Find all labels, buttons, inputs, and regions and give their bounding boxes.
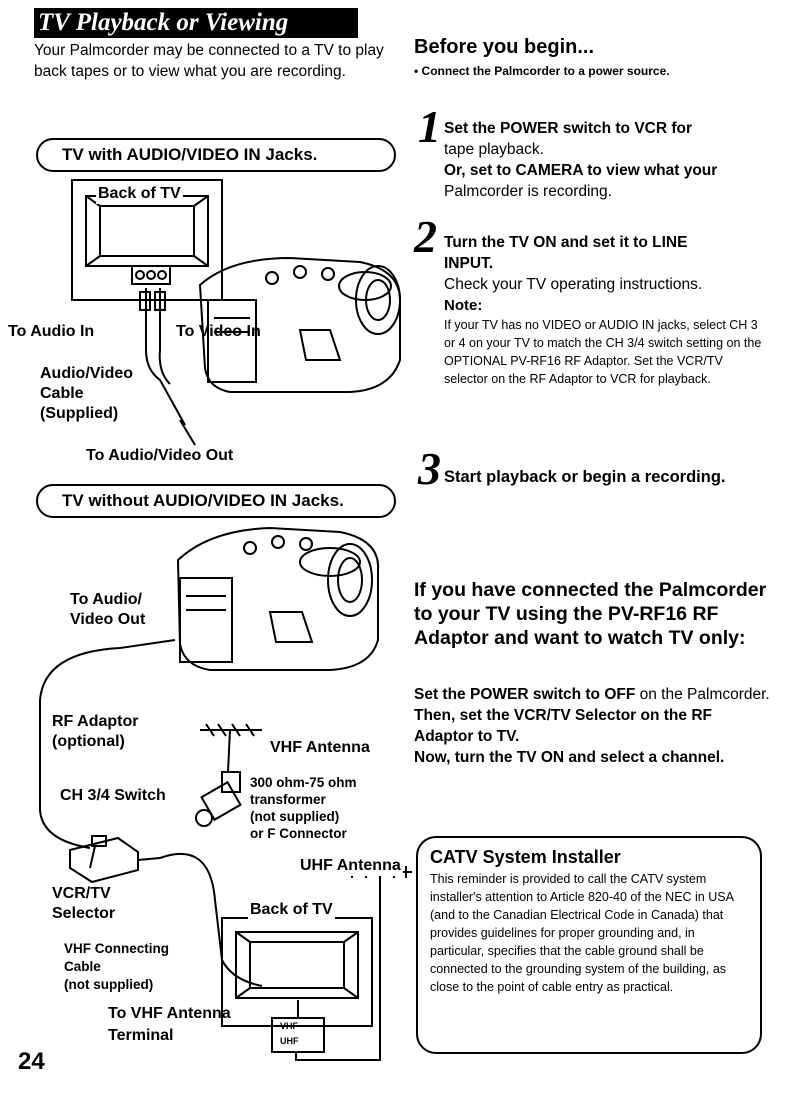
rf-only-p1-bold: Set the POWER switch to OFF: [414, 686, 636, 703]
label-av-cable-1: Audio/Video: [40, 365, 134, 382]
label-uhf-antenna: UHF Antenna: [298, 856, 403, 876]
label-to-vhf-2: Terminal: [108, 1027, 174, 1044]
label-to-av-out-2b: Video Out: [70, 611, 146, 628]
label-transformer-3: (not supplied): [250, 809, 340, 824]
step-1-line-1: Set the POWER switch to VCR for: [444, 120, 693, 137]
tv-back-diagram-2: [221, 917, 373, 1053]
step-1-line-4: Palmcorder is recording.: [444, 183, 612, 200]
rf-only-paragraph-2: Then, set the VCR/TV Selector on the RF …: [414, 707, 712, 745]
label-rf-adaptor-1: RF Adaptor: [52, 713, 139, 730]
rf-only-paragraph-1: Set the POWER switch to OFF on the Palmc…: [414, 684, 774, 705]
step-2-line-1: Turn the TV ON and set it to LINE: [444, 234, 688, 251]
step-1-line-3: Or, set to CAMERA to view what your: [444, 162, 718, 179]
label-uhf-terminal-tag: UHF: [280, 1036, 299, 1046]
intro-text: Your Palmcorder may be connected to a TV…: [34, 42, 384, 80]
label-back-of-tv-1: Back of TV: [96, 184, 183, 204]
label-av-cable-3: (Supplied): [40, 405, 119, 422]
before-you-begin-heading: Before you begin...: [414, 36, 595, 58]
label-transformer-2: transformer: [250, 792, 326, 807]
label-rf-adaptor-2: (optional): [52, 733, 125, 750]
label-to-av-out-1: To Audio/Video Out: [86, 447, 234, 464]
catv-body: This reminder is provided to call the CA…: [430, 872, 734, 994]
section-heading-no-av-jacks: TV without AUDIO/VIDEO IN Jacks.: [36, 484, 396, 518]
label-vhf-cable-3: (not supplied): [64, 977, 154, 992]
step-1-text: Set the POWER switch to VCR for tape pla…: [444, 118, 784, 202]
step-1-number: 1: [418, 101, 441, 152]
rf-only-p1-rest: on the Palmcorder.: [635, 686, 770, 703]
step-2-number: 2: [414, 211, 437, 262]
label-to-video-in: To Video In: [176, 323, 261, 340]
av-cable-1: [139, 288, 196, 446]
label-vcr-tv-2: Selector: [52, 905, 116, 922]
catv-notice-box: CATV System Installer This reminder is p…: [416, 836, 762, 1054]
rf-only-heading: If you have connected the Palmcorder to …: [414, 579, 767, 649]
label-av-cable-2: Cable: [40, 385, 84, 402]
label-vcr-tv-1: VCR/TV: [52, 885, 111, 902]
label-back-of-tv-2: Back of TV: [248, 900, 335, 920]
step-2-note-body: If your TV has no VIDEO or AUDIO IN jack…: [444, 318, 762, 386]
label-to-audio-in: To Audio In: [8, 323, 95, 340]
label-transformer-1: 300 ohm-75 ohm: [250, 775, 357, 790]
catv-title: CATV System Installer: [430, 847, 621, 867]
label-to-av-out-2a: To Audio/: [70, 591, 142, 608]
step-1-line-2: tape playback.: [444, 141, 544, 158]
label-transformer-4: or F Connector: [250, 826, 347, 841]
label-vhf-cable-2: Cable: [64, 959, 101, 974]
label-vhf-antenna: VHF Antenna: [270, 739, 370, 756]
vhf-connecting-cable: [159, 852, 263, 987]
step-2-text: Turn the TV ON and set it to LINE INPUT.…: [444, 232, 784, 388]
section-heading-av-jacks: TV with AUDIO/VIDEO IN Jacks.: [36, 138, 396, 172]
transformer-illustration: [195, 780, 242, 827]
rf-only-paragraph-3: Now, turn the TV ON and select a channel…: [414, 749, 725, 766]
rf-only-body: Set the POWER switch to OFF on the Palmc…: [414, 684, 774, 768]
palmcorder-illustration-2: [176, 526, 380, 671]
before-you-begin-bullet: • Connect the Palmcorder to a power sour…: [414, 64, 670, 78]
page-number: 24: [18, 1048, 45, 1075]
step-2-line-3: Check your TV operating instructions.: [444, 276, 703, 293]
uhf-antenna-illustration: [295, 866, 412, 1061]
label-ch34-switch: CH 3/4 Switch: [60, 787, 166, 804]
label-vhf-terminal-tag: VHF: [280, 1021, 298, 1031]
rf-cable-loop: [39, 639, 176, 849]
page-title: TV Playback or Viewing: [34, 8, 358, 38]
step-3-text: Start playback or begin a recording.: [444, 468, 726, 486]
step-2-line-2: INPUT.: [444, 255, 494, 272]
label-vhf-cable-1: VHF Connecting: [64, 941, 169, 956]
step-3-number: 3: [418, 443, 441, 494]
rf-adaptor-illustration: [69, 835, 161, 884]
vhf-antenna-illustration: [200, 723, 262, 793]
label-to-vhf-1: To VHF Antenna: [108, 1005, 231, 1022]
step-2-note-title: Note:: [444, 297, 483, 314]
palmcorder-illustration-1: [198, 256, 401, 393]
